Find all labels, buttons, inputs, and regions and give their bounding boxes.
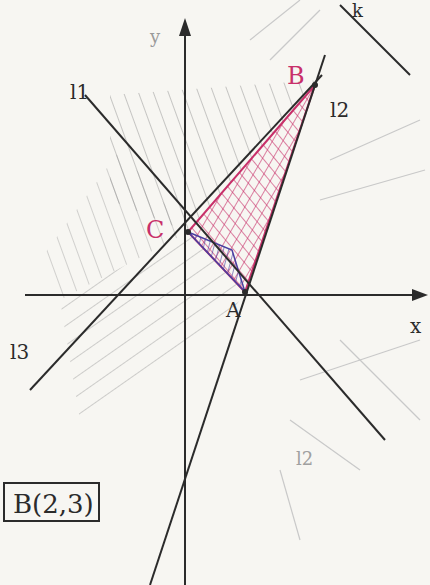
line-label: k (352, 2, 363, 20)
line-label: l1 (70, 82, 89, 102)
line-label: l3 (10, 342, 29, 362)
line-label: l2 (330, 100, 349, 120)
vertex-label: B (287, 64, 305, 88)
axis-label: y (150, 28, 160, 46)
axis-label: x (410, 316, 421, 336)
line-label: l2 (296, 450, 313, 468)
vertex-label: A (226, 300, 240, 320)
point-box: B(2,3) (3, 482, 100, 522)
vertex-label: C (146, 218, 164, 242)
point-text: B(2,3) (13, 491, 90, 517)
